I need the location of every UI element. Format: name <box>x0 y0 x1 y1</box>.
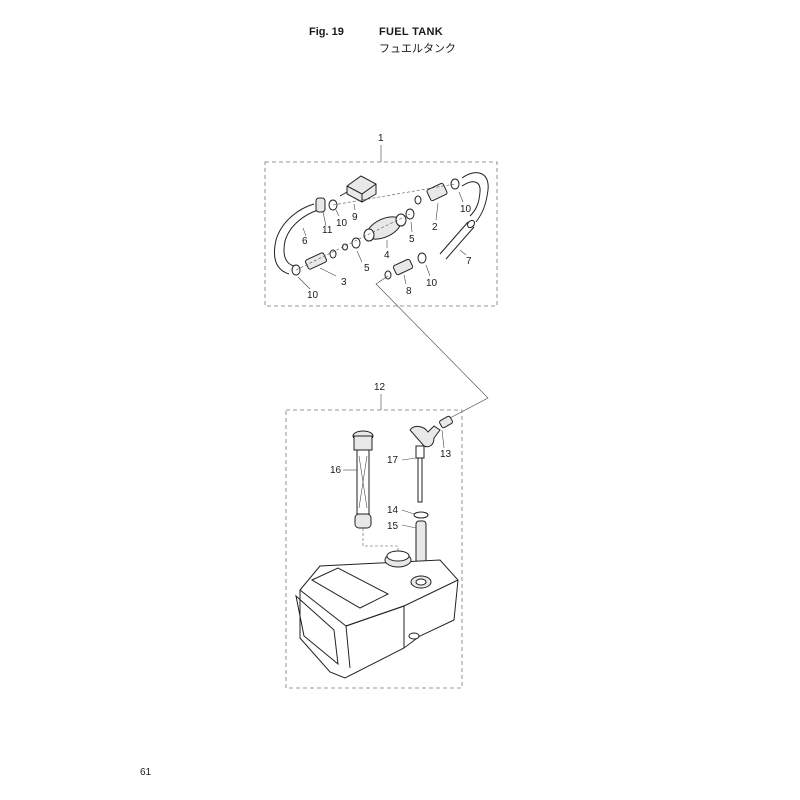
callout-2: 2 <box>432 222 438 233</box>
callout-labels: 1 11 10 9 6 2 10 4 5 5 7 3 10 10 8 12 13… <box>302 133 472 532</box>
assembly-12-boundary <box>285 409 463 689</box>
hose-6-outer <box>274 203 315 275</box>
connector-2 <box>426 182 448 202</box>
fitting-13 <box>439 415 453 429</box>
callout-7: 7 <box>466 256 472 267</box>
leader-9 <box>353 203 356 211</box>
alignment-line-middle <box>295 213 411 271</box>
leader-10b <box>458 191 464 203</box>
tank-drain-plug <box>408 632 420 640</box>
fuel-tank-side-edge <box>345 605 405 648</box>
hose-7-end <box>467 219 475 229</box>
fuel-tank-top-recess <box>310 567 390 609</box>
page-number: 61 <box>140 767 152 778</box>
leader-7 <box>459 249 467 256</box>
gauge-to-tank-line <box>362 528 399 554</box>
callout-9: 9 <box>352 212 358 223</box>
leader-8 <box>403 274 407 285</box>
tank-outlet-port-hole <box>415 578 427 586</box>
callout-10-upper-right: 10 <box>460 204 472 215</box>
leader-15 <box>401 524 417 529</box>
callout-5-left: 5 <box>364 263 370 274</box>
callout-13: 13 <box>440 449 452 460</box>
leader-10c <box>297 276 311 290</box>
figure-number: Fig. 19 <box>309 26 344 38</box>
gauge-16-base <box>354 513 372 529</box>
callout-15: 15 <box>387 521 399 532</box>
leader-14 <box>401 509 415 515</box>
hose-6-inner <box>283 209 319 267</box>
primer-pump-4-inlet <box>363 228 375 242</box>
pickup-tube-17 <box>417 457 423 503</box>
gauge-16-float <box>358 455 368 509</box>
fuel-tank-body <box>299 559 459 679</box>
gauge-16-head <box>353 435 373 451</box>
connection-line <box>375 275 489 419</box>
gasket-14 <box>413 511 429 519</box>
leader-17 <box>401 457 417 461</box>
fuel-line-assembly <box>264 145 498 307</box>
callout-4: 4 <box>384 250 390 261</box>
primer-bulb-9 <box>346 175 377 203</box>
callout-12: 12 <box>374 382 386 393</box>
clip-10-upper-right <box>450 178 460 190</box>
callout-5-right: 5 <box>409 234 415 245</box>
leader-13 <box>441 429 445 449</box>
leader-6 <box>302 227 307 237</box>
callout-8: 8 <box>406 286 412 297</box>
figure-title-japanese: フュエルタンク <box>379 43 456 55</box>
fuel-tank-assembly <box>285 394 463 689</box>
o-ring-lower <box>329 249 337 259</box>
leader-2 <box>435 202 439 221</box>
callout-16: 16 <box>330 465 342 476</box>
callout-1: 1 <box>378 133 384 144</box>
hose-upper-right-outer <box>461 172 489 223</box>
callout-6: 6 <box>302 236 308 247</box>
fitting-17-thread <box>415 445 425 459</box>
primer-bulb-9-nozzle <box>339 191 348 197</box>
leader-3 <box>319 267 337 277</box>
callout-11: 11 <box>322 225 333 236</box>
primer-bulb-9-edges <box>346 183 377 202</box>
connector-3 <box>304 252 328 270</box>
fuel-tank-front-panel <box>295 594 339 666</box>
callout-17: 17 <box>387 455 399 466</box>
o-ring-upper <box>414 195 422 205</box>
clip-10-lower-right <box>417 252 427 264</box>
hose-upper-right-inner <box>461 181 481 217</box>
callout-10-upper-left: 10 <box>336 218 348 229</box>
callout-10-lower-left: 10 <box>307 290 319 301</box>
fitting-8-tip <box>384 270 392 280</box>
callout-10-lower-right: 10 <box>426 278 438 289</box>
alignment-line-upper <box>332 183 456 206</box>
leader-10d <box>425 264 431 277</box>
filler-cap-top <box>386 550 410 562</box>
callout-14: 14 <box>387 505 399 516</box>
filter-15 <box>415 520 427 564</box>
fitting-8 <box>392 258 414 276</box>
leader-11 <box>322 211 327 227</box>
elbow-fitting-17 <box>409 425 441 448</box>
leader-5b <box>410 221 413 233</box>
primer-pump-4-outlet <box>395 213 407 227</box>
clamp-5-left <box>351 237 361 249</box>
leader-5a <box>356 250 363 263</box>
figure-title: FUEL TANK <box>379 26 444 38</box>
callout-3: 3 <box>341 277 347 288</box>
hose-7 <box>439 221 475 260</box>
leader-10a <box>335 209 340 217</box>
clip-11 <box>315 197 326 213</box>
